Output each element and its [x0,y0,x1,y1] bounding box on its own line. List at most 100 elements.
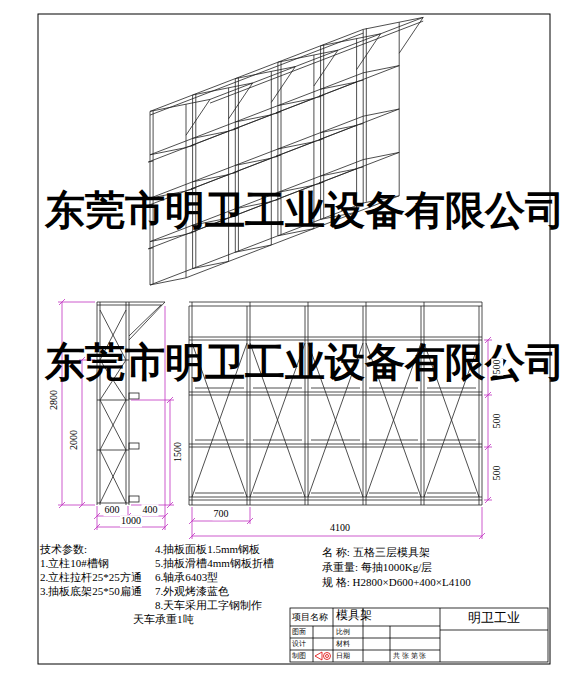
frame-stroke [427,493,476,494]
frame-stroke [358,80,363,81]
frame-stroke [308,302,309,505]
frame-stroke [150,148,186,155]
frame-stroke [235,158,271,165]
dimension: 500 [491,359,503,376]
frame-stroke [253,493,302,494]
spec-line: 名 称: 五格三层模具架 [322,546,430,559]
watermark: 东莞市明卫工业设备有限公司 [45,340,565,386]
frame-stroke [148,234,188,249]
frame-stroke [482,302,483,505]
frame-stroke [234,157,274,172]
frame-stroke [150,99,210,111]
frame-stroke [186,66,399,148]
frame-stroke [150,278,186,285]
dimension: 1500 [172,441,184,463]
tech-note: 6.轴承6403型 [155,571,218,584]
frame-stroke [363,66,399,73]
frame-stroke [319,182,324,183]
frame-stroke [195,388,244,389]
frame-stroke [186,99,210,135]
frame-stroke [188,146,193,147]
frame-stroke [319,125,359,140]
title-cell: 项目名称 [292,612,328,622]
frame-stroke [321,169,357,176]
frame-stroke [369,440,418,441]
frame-stroke [427,440,476,441]
tech-note: 5.抽板滑槽4mm钢板折槽 [155,557,274,570]
dimension: 500 [491,465,503,482]
frame-stroke [189,497,482,498]
tech-note: 技术参数: [40,543,87,556]
frame-stroke [276,112,281,113]
frame-stroke [319,95,324,96]
frame-stroke [276,98,316,113]
title-cell: 材料 [336,640,350,648]
frame-stroke [276,155,281,156]
spec-line: 承重量: 每抽1000Kg/层 [322,561,432,574]
frame-stroke [363,17,423,29]
title-cell: 比例 [336,628,350,636]
frame-stroke [273,113,278,114]
frame-stroke [189,306,190,505]
frame-stroke [148,147,188,162]
title-cell: 图面 [292,628,306,636]
tech-note: 1.立柱10#槽钢 [40,557,109,570]
frame-stroke [189,505,482,506]
frame-stroke [363,152,399,159]
tech-note: 7.外观烤漆蓝色 [155,585,229,598]
tech-note: 8.天车采用工字钢制作 [155,599,262,612]
frame-stroke [189,395,482,396]
frame-stroke [253,440,302,441]
frame-stroke [195,440,244,441]
frame-stroke [150,116,363,198]
frame-stroke [192,302,193,505]
frame-stroke [319,81,359,96]
frame-stroke [358,167,363,168]
spec-line: 规 格: H2800×D600+400×L4100 [322,576,471,589]
frame-stroke [235,67,295,79]
frame-stroke [210,17,423,99]
tech-note: 3.抽板底架25*50扁通 [40,585,142,598]
dimension: 4100 [329,522,351,534]
tech-note: 2.立柱拉杆25*25方通 [40,571,142,584]
frame-stroke [421,306,422,505]
frame-stroke [234,114,274,129]
tech-note: 4.抽板面板1.5mm钢板 [155,543,260,556]
frame-stroke [316,140,321,141]
frame-stroke [427,388,476,389]
frame-stroke [195,493,244,494]
frame-stroke [189,392,482,393]
frame-stroke [250,302,251,505]
dimension: 500 [491,413,503,430]
frame-stroke [319,168,359,183]
frame-stroke [363,109,399,116]
title-cell: 明卫工业 [468,611,520,626]
dimension: 400 [142,504,159,516]
frame-stroke [316,97,321,98]
frame-stroke [366,28,367,202]
dimension-lines [58,299,492,539]
dimension: 1000 [120,515,142,527]
frame-stroke [321,125,357,132]
isometric-view [148,17,423,285]
frame-stroke [210,21,423,103]
frame-stroke [479,306,480,505]
frame-stroke [358,124,363,125]
frame-stroke [231,173,236,174]
title-cell: 模具架 [336,609,372,623]
frame-stroke [189,337,482,338]
frame-stroke [150,234,186,241]
frame-stroke [311,493,360,494]
frame-stroke [191,130,231,145]
title-cell: 共 张 第 张 [393,652,426,660]
frame-stroke [235,115,271,122]
frame-stroke [369,388,418,389]
frame-stroke [148,248,153,249]
frame-stroke [189,444,482,445]
frame-stroke [186,109,399,191]
dimension: 700 [213,508,230,520]
frame-stroke [321,34,381,46]
frame-stroke [253,388,302,389]
title-block [290,608,548,662]
frame-stroke [189,500,482,501]
